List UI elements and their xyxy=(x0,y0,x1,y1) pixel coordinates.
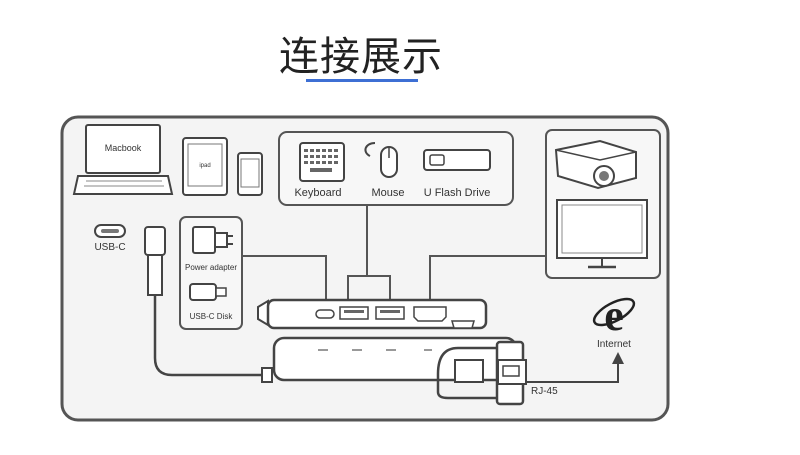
mouse-label: Mouse xyxy=(371,187,404,199)
internet-label: Internet xyxy=(597,339,631,350)
monitor-icon xyxy=(556,199,648,269)
page-title: 连接展示 xyxy=(279,34,443,80)
flash-drive-icon xyxy=(423,149,491,171)
power-adapter-icon xyxy=(192,226,233,254)
mouse-icon xyxy=(364,142,398,178)
usb-c-disk-label: USB-C Disk xyxy=(190,312,234,321)
svg-text:e: e xyxy=(604,291,624,340)
internet-icon: e xyxy=(592,291,636,340)
flash-drive-label: U Flash Drive xyxy=(424,187,491,199)
hub-side-view xyxy=(272,336,518,400)
usb-c-label: USB-C xyxy=(94,242,125,253)
connection-lines xyxy=(242,205,546,300)
tablet-icon xyxy=(182,137,228,196)
usb-c-icon xyxy=(94,224,126,238)
rj45-port-icon xyxy=(495,340,527,406)
title-underline xyxy=(306,79,418,82)
usb-c-disk-icon xyxy=(189,283,227,301)
keyboard-icon xyxy=(299,142,345,182)
keyboard-label: Keyboard xyxy=(294,187,341,199)
arrow-to-internet xyxy=(527,352,624,383)
phone-icon xyxy=(237,152,263,196)
rj45-label: RJ-45 xyxy=(531,386,558,397)
power-adapter-label: Power adapter xyxy=(185,263,237,272)
hub-top-view xyxy=(257,298,488,330)
projector-icon xyxy=(554,139,637,190)
tablet-label: ipad xyxy=(199,163,210,169)
laptop-icon xyxy=(72,124,174,195)
usb-c-cable xyxy=(144,226,273,383)
laptop-label: Macbook xyxy=(105,143,142,153)
